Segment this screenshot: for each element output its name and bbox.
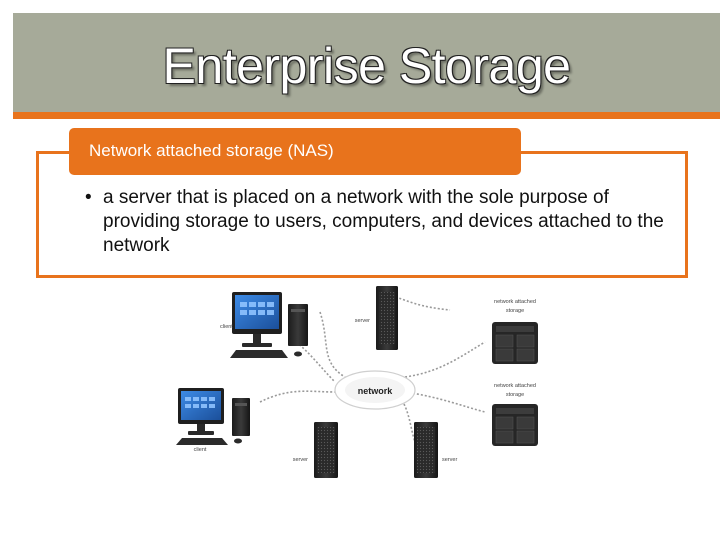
server-tower-bottom-right: server	[414, 422, 457, 478]
nas-bottom-label-line2: storage	[506, 392, 524, 398]
server-bottom-right-label: server	[442, 457, 457, 463]
network-cloud: network	[334, 370, 416, 410]
bullet-text: a server that is placed on a network wit…	[103, 187, 664, 256]
nas-bottom-label-line1: network attached	[494, 383, 536, 389]
nas-top-label-line2: storage	[506, 308, 524, 314]
nas-device-bottom: network attached storage	[492, 383, 538, 446]
section-heading: Network attached storage (NAS)	[69, 128, 521, 175]
client-computer-bottom: client	[176, 388, 250, 453]
nas-network-diagram: network client client	[176, 286, 538, 478]
client-bottom-label: client	[194, 447, 207, 453]
server-top-label: server	[355, 318, 370, 324]
slide-title: Enterprise Storage	[162, 38, 571, 94]
server-tower-top: server	[355, 286, 398, 350]
title-divider	[13, 112, 720, 119]
bullet-marker: •	[85, 187, 92, 208]
bullet-item: • a server that is placed on a network wi…	[85, 186, 683, 258]
network-label: network	[358, 386, 394, 396]
client-top-label: client	[220, 324, 233, 330]
server-tower-bottom-left: server	[293, 422, 338, 478]
title-band: Enterprise Storage	[13, 13, 720, 112]
nas-device-top: network attached storage	[492, 299, 538, 364]
server-bottom-left-label: server	[293, 457, 308, 463]
client-computer-top: client	[220, 292, 308, 358]
nas-top-label-line1: network attached	[494, 299, 536, 305]
